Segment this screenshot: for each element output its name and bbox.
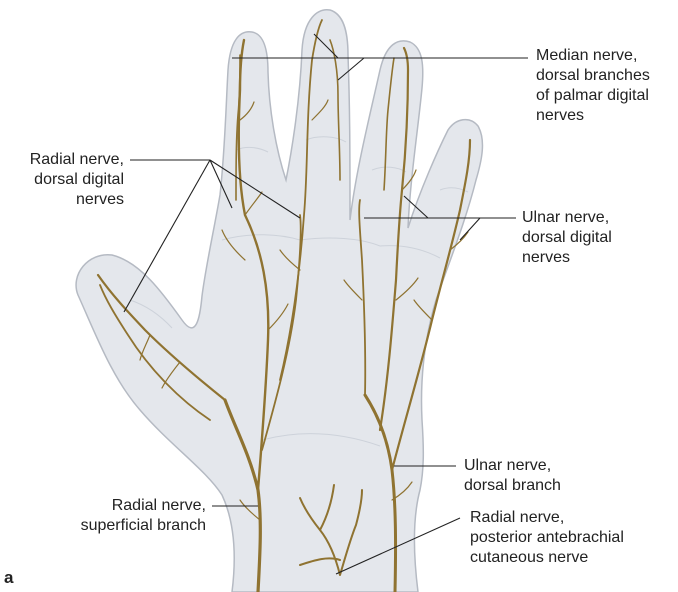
label-median-dorsal-branches: Median nerve, dorsal branches of palmar … xyxy=(536,46,650,126)
leader-radial-digital-c xyxy=(124,160,210,312)
label-radial-superficial-branch: Radial nerve, superficial branch xyxy=(60,496,206,536)
label-radial-dorsal-digital: Radial nerve, dorsal digital nerves xyxy=(6,150,124,210)
panel-letter: a xyxy=(4,568,13,588)
label-ulnar-dorsal-digital: Ulnar nerve, dorsal digital nerves xyxy=(522,208,612,268)
label-radial-posterior-antebrachial: Radial nerve, posterior antebrachial cut… xyxy=(470,508,624,568)
label-ulnar-dorsal-branch: Ulnar nerve, dorsal branch xyxy=(464,456,561,496)
